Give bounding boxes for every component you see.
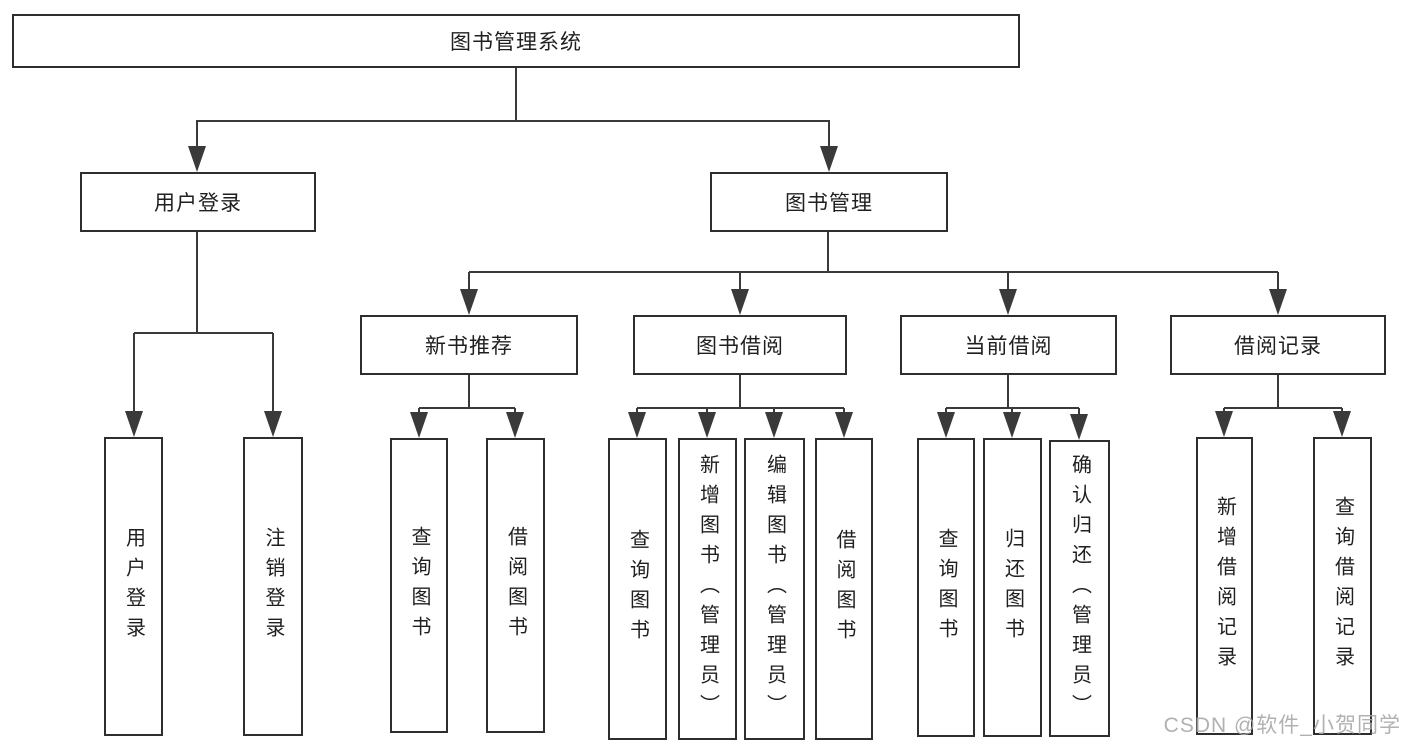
node-current-borrow: 当前借阅: [900, 315, 1117, 375]
node-book-borrow: 图书借阅: [633, 315, 847, 375]
node-leaf-add-borrow-record: 新增借阅记录: [1196, 437, 1253, 735]
node-leaf-query-books-3: 查询图书: [917, 438, 975, 737]
leaf-label: 借阅图书: [504, 525, 527, 646]
leaf-label: 新增图书（管理员）: [696, 454, 719, 724]
leaf-label: 编辑图书（管理员）: [763, 454, 786, 724]
node-book-borrow-label: 图书借阅: [696, 335, 784, 358]
leaf-label: 借阅图书: [833, 529, 855, 649]
node-leaf-logout: 注销登录: [243, 437, 303, 736]
node-leaf-borrow-books-2: 借阅图书: [815, 438, 873, 740]
node-user-login: 用户登录: [80, 172, 316, 232]
node-user-login-label: 用户登录: [154, 192, 242, 215]
leaf-label: 查询借阅记录: [1331, 496, 1354, 676]
leaf-label: 用户登录: [122, 526, 145, 647]
node-book-management: 图书管理: [710, 172, 948, 232]
node-new-book-recommend-label: 新书推荐: [425, 335, 513, 358]
leaf-label: 注销登录: [262, 526, 284, 647]
node-leaf-query-books-2: 查询图书: [608, 438, 667, 740]
node-leaf-borrow-books-1: 借阅图书: [486, 438, 545, 733]
leaf-label: 确认归还（管理员）: [1068, 453, 1091, 724]
csdn-watermark: CSDN @软件_小贺同学: [1163, 714, 1401, 737]
node-leaf-return-book: 归还图书: [983, 438, 1042, 737]
leaf-label: 查询图书: [935, 527, 957, 648]
node-current-borrow-label: 当前借阅: [964, 335, 1053, 358]
node-leaf-user-login: 用户登录: [104, 437, 163, 736]
node-leaf-query-books-1: 查询图书: [390, 438, 448, 733]
leaf-label: 归还图书: [1001, 527, 1024, 648]
node-root: 图书管理系统: [12, 14, 1020, 68]
node-book-management-label: 图书管理: [785, 192, 873, 215]
leaf-label: 新增借阅记录: [1213, 496, 1236, 676]
leaf-label: 查询图书: [408, 525, 430, 646]
node-leaf-confirm-return-admin: 确认归还（管理员）: [1049, 440, 1110, 737]
node-borrow-records: 借阅记录: [1170, 315, 1386, 375]
node-new-book-recommend: 新书推荐: [360, 315, 578, 375]
node-leaf-add-book-admin: 新增图书（管理员）: [678, 438, 737, 740]
node-leaf-edit-book-admin: 编辑图书（管理员）: [744, 438, 805, 740]
node-root-label: 图书管理系统: [450, 31, 582, 54]
node-borrow-records-label: 借阅记录: [1234, 335, 1322, 358]
leaf-label: 查询图书: [626, 529, 649, 649]
node-leaf-query-borrow-record: 查询借阅记录: [1313, 437, 1372, 735]
